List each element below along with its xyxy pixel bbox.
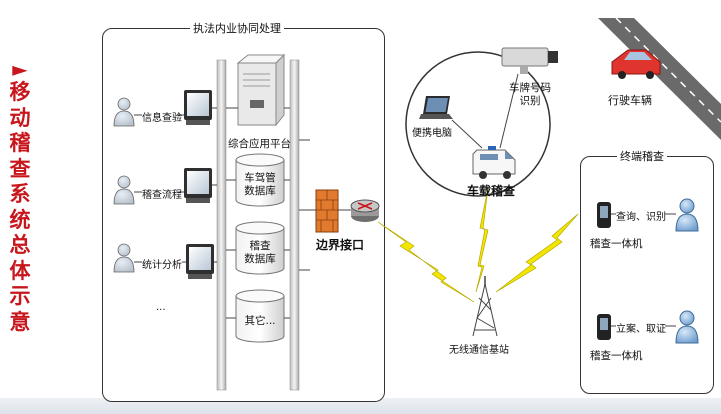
lightning-right [495,213,579,293]
camera-label: 车牌号码 识别 [509,82,551,107]
database-label-1: 车驾管 数据库 [244,172,276,197]
driving-vehicle-label: 行驶车辆 [608,94,652,107]
car-icon [611,49,661,79]
lightning-left [377,221,475,303]
side-title-char: 系 [9,182,31,206]
police-van-icon [472,146,516,179]
user-2 [113,168,217,205]
server-label: 综合应用平台 [228,138,291,150]
right-bus-bar [289,59,300,391]
side-title-char: 意 [9,309,31,334]
left-bus-bar [216,59,227,391]
bottom-band [0,398,721,414]
side-title-char: 移 [9,80,31,104]
road-icon [598,17,721,140]
user-workstations [113,90,217,279]
base-station-label: 无线通信基站 [449,345,509,356]
terminal-action-1: 查询、识别 [616,212,666,223]
lightning-center [475,187,489,293]
terminal-device-name-2: 稽查一体机 [590,350,643,362]
tower-icon [472,276,498,337]
terminal-action-2: 立案、取证 [616,324,666,335]
database-2-icon [226,221,290,275]
terminal-panel-title: 终端稽查 [617,148,667,164]
arrow-icon: ► [12,57,28,81]
side-title-char: 查 [9,156,31,181]
database-label-2: 稽查 数据库 [244,240,276,265]
database-1-icon [226,153,290,207]
side-title-char: 稽 [9,131,31,155]
side-title-char: 统 [9,207,31,232]
user-label-4: ... [156,302,166,313]
user-1 [113,90,217,127]
side-title-char: 总 [9,233,31,257]
user-label-1: 信息查验 [142,113,182,124]
server-icon [226,53,290,127]
side-title-char: 动 [9,105,31,130]
side-title: ► 移动稽查系统总体示意 [6,58,34,335]
person-1-icon [665,198,699,232]
database-label-3: 其它... [244,315,276,327]
router-icon [338,199,380,222]
terminal-panel [580,156,714,394]
camera-icon [499,47,558,149]
wireless-links [377,187,579,303]
side-title-text: 移动稽查系统总体示意 [6,80,34,335]
terminal-device-name-1: 稽查一体机 [590,238,643,250]
databases [226,153,290,343]
laptop-icon [419,96,483,149]
user-label-2: 稽查流程 [142,190,182,201]
vehicle-center-label: 车载稽查 [467,184,516,198]
side-title-char: 体 [9,258,31,283]
user-label-3: 统计分析 [142,260,182,271]
boundary-label: 边界接口 [316,238,365,252]
handheld-device-1-icon [597,202,616,228]
person-2-icon [665,310,699,344]
database-3-icon [226,289,290,343]
laptop-label: 便携电脑 [412,128,452,139]
user-3 [113,243,217,279]
side-title-char: 示 [9,284,31,308]
firewall-icon [315,189,339,233]
handheld-device-2-icon [597,314,616,340]
internal-panel-title: 执法内业协同处理 [190,20,284,36]
